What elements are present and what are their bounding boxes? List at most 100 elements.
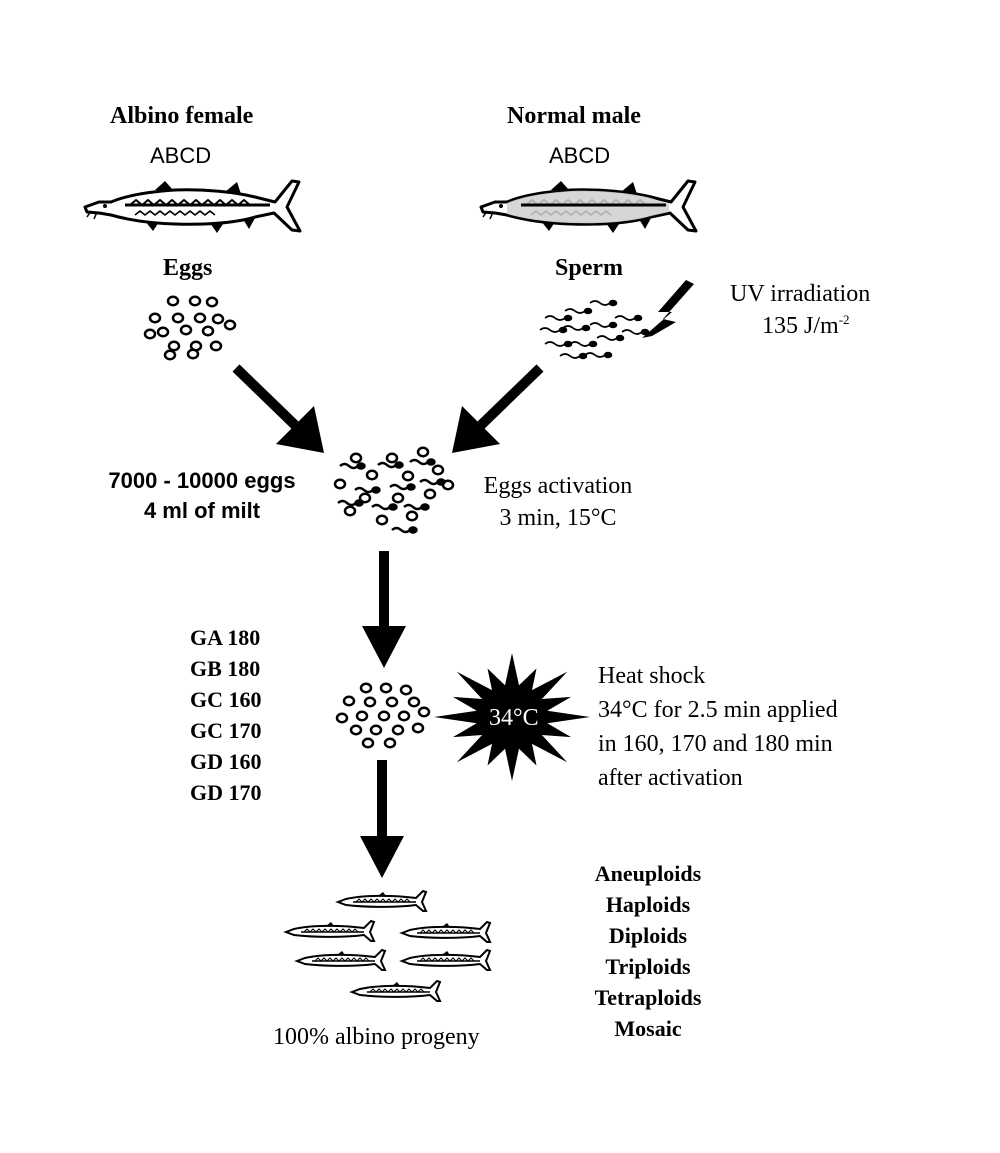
group-item: GD 160 (190, 749, 262, 774)
egg-mark (411, 722, 425, 734)
sperm-head-mark (354, 499, 364, 507)
sperm-label: Sperm (555, 255, 623, 281)
sperm-cluster (539, 299, 650, 360)
sperm-head-mark (603, 351, 613, 359)
egg-mark (167, 340, 181, 352)
female-title: Albino female (110, 103, 254, 129)
egg-mark (156, 326, 170, 338)
egg-mark (163, 349, 177, 361)
arrow-activation-to-shock (362, 551, 406, 668)
mix-quantity: 7000 - 10000 eggs 4 ml of milt (108, 468, 296, 523)
egg-mark (399, 684, 413, 696)
egg-mark (375, 514, 389, 526)
egg-mark (361, 737, 375, 749)
progeny-label: 100% albino progeny (273, 1024, 480, 1050)
egg-mark (166, 295, 180, 307)
egg-mark (355, 710, 369, 722)
egg-mark (349, 452, 363, 464)
egg-mark (179, 324, 193, 336)
sperm-mark (391, 526, 411, 534)
male-genotype: ABCD (549, 143, 611, 168)
sperm-head-mark (583, 307, 593, 315)
ploidy-item: Triploids (605, 954, 691, 979)
egg-mark (397, 710, 411, 722)
sperm-mark (621, 329, 643, 335)
ploidy-item: Diploids (608, 923, 688, 948)
eggs-label: Eggs (163, 255, 213, 281)
egg-mark (171, 312, 185, 324)
sperm-head-mark (608, 299, 618, 307)
sperm-head-mark (408, 526, 418, 534)
arrow-eggs-to-activation (232, 364, 324, 453)
normal-male-fish (479, 179, 698, 235)
eggs-cluster (143, 295, 237, 361)
egg-mark (358, 492, 372, 504)
ploidy-item: Aneuploids (594, 861, 702, 886)
sperm-mark (377, 461, 397, 469)
sperm-mark (589, 322, 611, 328)
activation-label: Eggs activation 3 min, 15°C (483, 473, 633, 531)
shock-badge-text: 34°C (489, 705, 539, 731)
ploidy-item: Haploids (605, 892, 691, 917)
sperm-mark (371, 503, 391, 511)
heat-shock-description: Heat shock 34°C for 2.5 min applied in 1… (598, 663, 838, 791)
egg-mark (385, 696, 399, 708)
arrow-sperm-to-activation (452, 364, 544, 453)
sperm-head-mark (581, 324, 591, 332)
sperm-mark (559, 353, 581, 359)
sperm-mark (544, 341, 566, 347)
egg-mark (363, 696, 377, 708)
sperm-mark (403, 503, 423, 511)
egg-mark (369, 724, 383, 736)
egg-mark (405, 510, 419, 522)
sperm-mark (389, 483, 409, 491)
group-item: GC 160 (190, 687, 262, 712)
group-item: GA 180 (190, 625, 261, 650)
sperm-head-mark (558, 326, 568, 334)
egg-mark (377, 710, 391, 722)
sperm-head-mark (563, 340, 573, 348)
uv-label: UV irradiation (730, 281, 871, 307)
egg-mark (391, 492, 405, 504)
albino-female-fish (83, 179, 302, 235)
group-item: GC 170 (190, 718, 262, 743)
egg-mark (385, 452, 399, 464)
egg-mark (211, 313, 225, 325)
egg-mark (333, 478, 347, 490)
sperm-mark (614, 315, 636, 321)
progeny-fish-group (285, 890, 491, 1002)
sperm-mark (539, 327, 561, 333)
sperm-head-mark (640, 328, 650, 336)
egg-mark (365, 469, 379, 481)
sperm-head-mark (394, 461, 404, 469)
sperm-head-mark (578, 352, 588, 360)
egg-mark (209, 340, 223, 352)
sperm-mark (339, 462, 359, 470)
egg-mark (391, 724, 405, 736)
egg-mark (359, 682, 373, 694)
egg-mark (186, 348, 200, 360)
egg-mark (417, 706, 431, 718)
sperm-head-mark (371, 486, 381, 494)
group-item: GD 170 (190, 780, 262, 805)
sperm-mark (596, 335, 618, 341)
egg-mark (349, 724, 363, 736)
sperm-mark (409, 458, 429, 466)
group-list: GA 180 GB 180 GC 160 GC 170 GD 160 GD 17… (190, 622, 262, 808)
shock-eggs-cluster (335, 682, 431, 749)
sperm-head-mark (563, 314, 573, 322)
heat-shock-burst-icon (434, 653, 590, 781)
sperm-head-mark (406, 483, 416, 491)
male-title: Normal male (507, 103, 641, 129)
sperm-head-mark (356, 462, 366, 470)
sperm-head-mark (588, 340, 598, 348)
ploidy-item: Mosaic (614, 1016, 682, 1041)
sperm-mark (544, 315, 566, 321)
sperm-head-mark (388, 503, 398, 511)
sperm-mark (589, 300, 611, 306)
ploidy-item: Tetraploids (594, 985, 702, 1010)
egg-mark (205, 296, 219, 308)
ploidy-list: Aneuploids Haploids Diploids Triploids T… (568, 858, 728, 1044)
egg-mark (431, 464, 445, 476)
